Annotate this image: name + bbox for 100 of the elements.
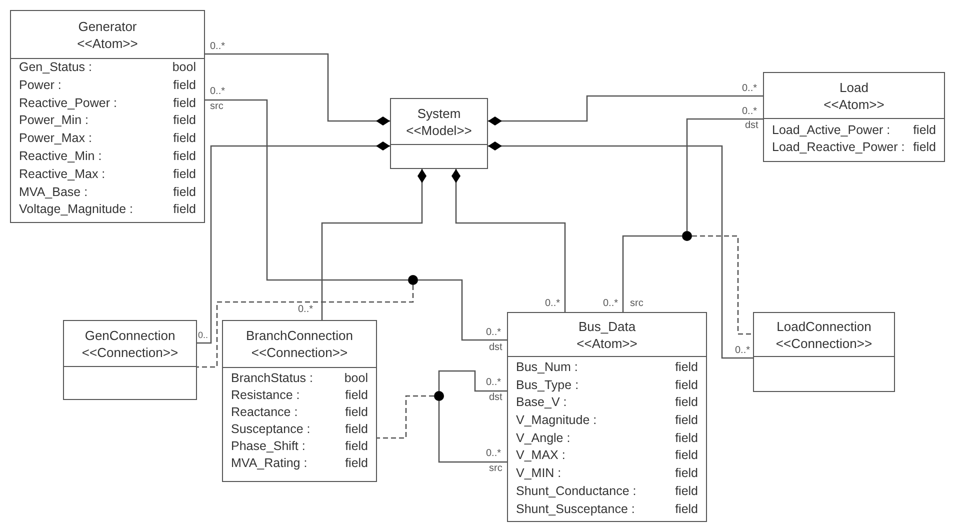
attribute-name: MVA_Base : [19,184,88,201]
attribute-name: Reactive_Power : [19,94,117,112]
attribute-name: Power_Max : [19,130,92,148]
attribute-type: field [173,94,196,112]
dashed-connector [692,235,753,335]
class-box [390,98,488,169]
attribute-name: MVA_Rating : [231,455,308,472]
attribute-type: field [173,201,196,218]
multiplicity-label: dst [489,342,502,353]
attribute-type: field [345,404,368,421]
connector-line [686,118,763,231]
attribute-name: Phase_Shift : [231,438,306,455]
connector-line [488,95,763,126]
connector-line [205,99,408,281]
multiplicity-label: 0..* [486,327,502,338]
attribute-name: Power_Min : [19,112,88,130]
connector-line [438,370,507,392]
attribute-name: Base_V : [516,394,567,412]
connector-line [197,142,390,344]
attribute-type: field [913,139,936,156]
attribute-name: Voltage_Magnitude : [19,201,133,218]
attribute-name: Bus_Type : [516,376,579,394]
class-box [63,320,197,400]
connector-line [488,142,753,359]
attribute-type: field [173,166,196,183]
attribute-name: Shunt_Conductance : [516,482,636,500]
attribute-name: Power : [19,76,62,94]
attribute-type: field [675,482,698,500]
multiplicity-label: 0..* [210,86,226,97]
attribute-type: field [675,465,698,482]
multiplicity-label: 0..* [603,298,618,309]
attribute-type: field [173,76,196,94]
multiplicity-label: 0..* [742,83,758,94]
attribute-name: Resistance : [231,387,300,404]
class-box [753,312,895,392]
multiplicity-label: src [630,298,644,309]
attribute-name: Load_Reactive_Power : [772,139,905,156]
stereotype-label: <<Connection>> [776,334,872,352]
attribute-name: V_MIN : [516,465,562,482]
stereotype-label: <<Atom>> [77,34,138,52]
attribute-type: field [913,122,936,139]
class-name: System [417,104,461,122]
attribute-type: bool [172,59,196,76]
connector-line [321,169,426,320]
multiplicity-label: dst [489,392,502,403]
multiplicity-label: 0..* [735,345,750,356]
class-box [507,312,707,522]
attribute-type: field [675,500,698,518]
attribute-type: field [345,455,368,472]
stereotype-label: <<Connection>> [251,344,348,361]
attribute-name: Bus_Num : [516,359,578,376]
stereotype-label: <<Atom>> [824,96,884,112]
class-name: GenConnection [84,326,176,344]
attribute-type: field [173,112,196,130]
attribute-type: field [345,421,368,438]
attribute-name: V_Magnitude : [516,412,597,430]
attribute-type: field [345,438,368,455]
attribute-type: field [675,376,698,394]
multiplicity-label: src [489,463,502,474]
connector-line [452,169,566,312]
attribute-name: BranchStatus : [231,370,313,387]
multiplicity-label: dst [745,120,758,131]
dashed-connector [197,285,414,368]
multiplicity-label: 0..* [486,448,502,459]
attribute-name: Reactance : [231,404,298,421]
attribute-name: Load_Active_Power : [772,122,890,139]
attribute-name: Shunt_Susceptance : [516,500,635,518]
multiplicity-label: src [210,101,224,112]
attribute-name: V_MAX : [516,447,566,464]
multiplicity-label: 0..* [210,41,226,52]
connector-line [622,235,682,312]
stereotype-label: <<Connection>> [82,344,178,360]
attribute-name: V_Angle : [516,430,570,447]
multiplicity-label: 0..* [486,377,502,388]
class-name: Load [840,78,868,96]
multiplicity-label: 0..* [742,106,758,117]
multiplicity-label: 0..* [298,304,314,315]
attribute-type: field [173,184,196,201]
attribute-name: Reactive_Min : [19,148,102,165]
attribute-name: Reactive_Max : [19,166,106,183]
attribute-type: field [675,359,698,376]
class-box [222,320,377,482]
class-box [10,10,205,223]
stereotype-label: <<Model>> [406,122,472,138]
multiplicity-label: 0..* [545,298,560,309]
attribute-type: field [675,394,698,412]
attribute-type: field [675,412,698,430]
multiplicity-label: 0.. [198,330,208,341]
attribute-type: field [173,130,196,148]
connector-line [205,53,390,126]
attribute-name: Susceptance : [231,421,310,438]
class-name: Generator [78,18,137,34]
attribute-type: field [675,430,698,447]
stereotype-label: <<Atom>> [576,334,638,352]
attribute-type: bool [344,370,368,387]
attribute-type: field [675,447,698,464]
dashed-connector [377,395,434,439]
class-box [763,72,945,162]
connector-line [438,401,507,463]
attribute-type: field [173,148,196,165]
